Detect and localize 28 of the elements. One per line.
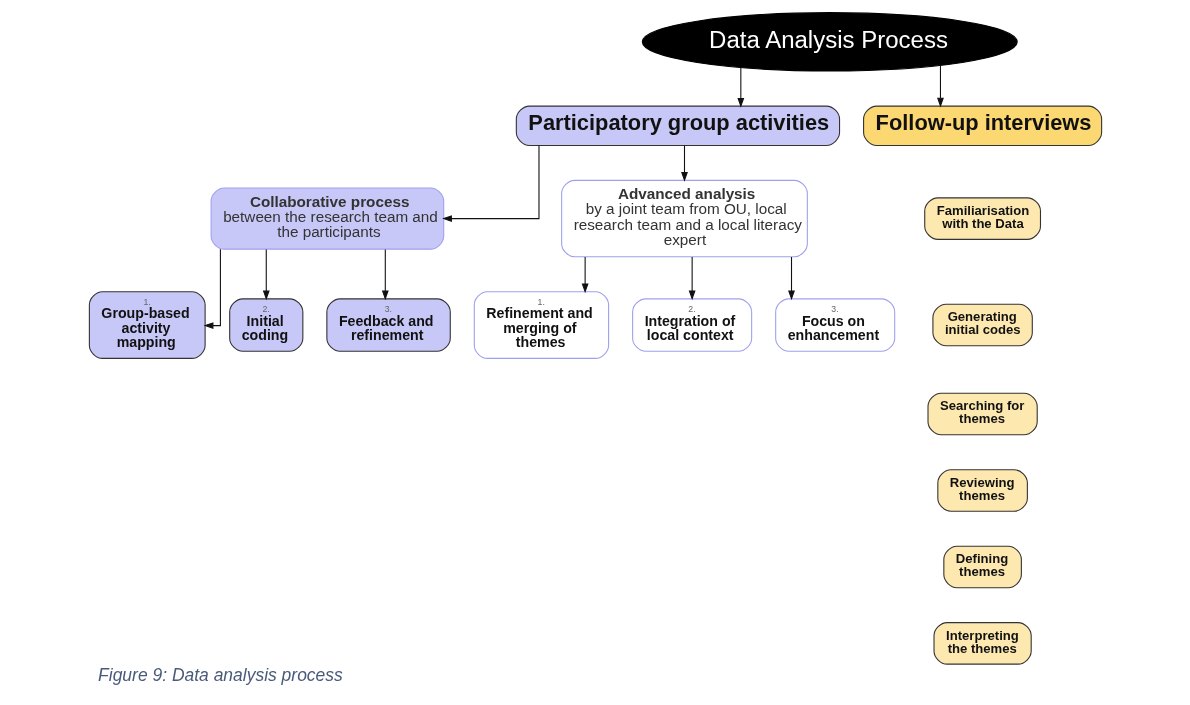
node-box: Reviewing themes bbox=[936, 469, 1028, 512]
arrow bbox=[581, 256, 589, 294]
arrow bbox=[381, 248, 389, 301]
arrow bbox=[441, 144, 540, 223]
node-box: Collaborative process between the research team and the participants bbox=[210, 187, 444, 250]
node-box: Defining themes bbox=[942, 545, 1022, 589]
node-box: 2. Integration of local context bbox=[631, 298, 752, 352]
node-box: 1. Refinement and merging of themes bbox=[473, 291, 609, 359]
node-box: Follow-up interviews bbox=[862, 105, 1102, 146]
node-box: Advanced analysis by a joint team from OU, local research team and a local literacy expert bbox=[560, 179, 808, 258]
arrow bbox=[262, 248, 270, 301]
node-box: Interpreting the themes bbox=[932, 622, 1032, 665]
arrow bbox=[203, 248, 221, 330]
node-box: Generating initial codes bbox=[931, 303, 1033, 347]
arrow bbox=[688, 256, 696, 301]
arrow bbox=[936, 65, 944, 108]
node-box: 2. Initial coding bbox=[228, 298, 303, 352]
node-box: 1. Group-based activity mapping bbox=[88, 291, 206, 359]
arrow bbox=[787, 256, 795, 301]
node-box: Participatory group activities bbox=[515, 105, 840, 146]
node-box: 3. Focus on enhancement bbox=[774, 298, 895, 352]
node-box: Familiarisation with the Data bbox=[923, 197, 1041, 240]
arrow bbox=[736, 67, 744, 108]
node-box: Searching for themes bbox=[926, 392, 1038, 436]
node-box: 3. Feedback and refinement bbox=[325, 298, 451, 352]
caption: Figure 9: Data analysis process bbox=[97, 665, 343, 686]
arrow bbox=[680, 144, 688, 182]
node-ellipse: Data Analysis Process bbox=[641, 12, 1018, 72]
